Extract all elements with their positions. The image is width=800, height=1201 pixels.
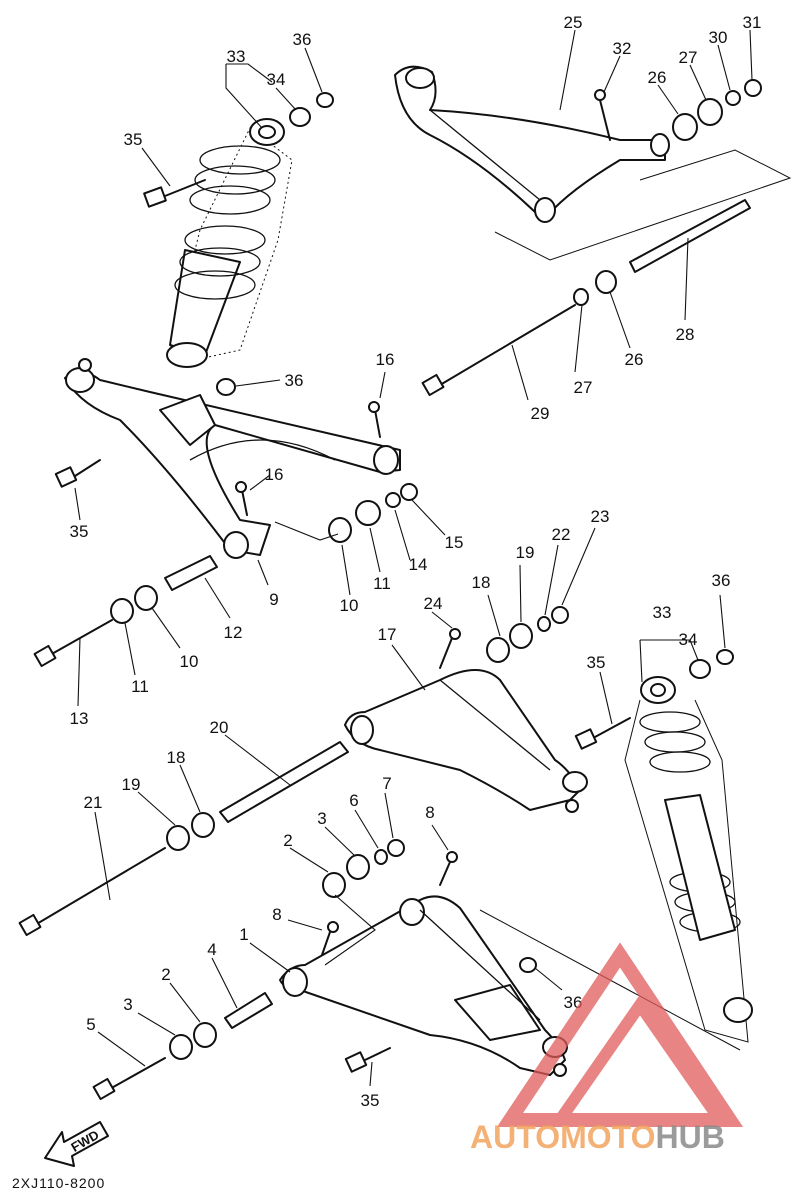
callout-35-upper-arm: 35	[70, 522, 89, 541]
callout-2-left: 2	[161, 965, 170, 984]
callout-4: 4	[207, 940, 216, 959]
shock-absorber-right	[574, 649, 753, 1043]
callout-1: 1	[239, 925, 248, 944]
callout-36-upper-arm: 36	[285, 371, 304, 390]
watermark-brand-part1: AUTOMOTO	[470, 1119, 655, 1155]
callout-35: 35	[124, 130, 143, 149]
callout-6: 6	[349, 791, 358, 810]
callout-14: 14	[409, 555, 428, 574]
upper-a-arm-center	[18, 606, 588, 937]
callout-35-lower: 35	[361, 1091, 380, 1110]
upper-arm-top-right	[394, 65, 792, 397]
callout-26-lower: 26	[625, 350, 644, 369]
lower-a-arm	[92, 839, 741, 1101]
callout-16-lower: 16	[265, 465, 284, 484]
callout-21: 21	[84, 793, 103, 812]
upper-a-arm-left	[33, 358, 418, 668]
callout-18: 18	[472, 573, 491, 592]
callout-7: 7	[382, 774, 391, 793]
callout-16-upper: 16	[376, 350, 395, 369]
watermark-brand-part2: HUB	[655, 1119, 724, 1155]
callout-28: 28	[676, 325, 695, 344]
callout-36-right: 36	[712, 571, 731, 590]
drawing-code: 2XJ110-8200	[12, 1175, 105, 1191]
callout-11: 11	[373, 574, 391, 593]
callout-8-upper: 8	[425, 803, 434, 822]
callout-24: 24	[424, 594, 443, 613]
callout-27: 27	[679, 48, 698, 67]
callout-22: 22	[552, 525, 571, 544]
callout-27-lower: 27	[574, 378, 593, 397]
callout-11-left: 11	[131, 677, 149, 696]
callout-32: 32	[613, 39, 632, 58]
callout-8-lower: 8	[272, 905, 281, 924]
watermark: AUTOMOTOHUB	[470, 942, 744, 1155]
callout-2: 2	[283, 831, 292, 850]
callout-35-right: 35	[587, 653, 606, 672]
callout-25: 25	[564, 13, 583, 32]
callout-34-right: 34	[679, 630, 698, 649]
callout-34: 34	[267, 70, 286, 89]
callout-9: 9	[269, 590, 278, 609]
callout-12: 12	[224, 623, 243, 642]
callout-29: 29	[531, 404, 550, 423]
leader-lines	[74, 29, 753, 1087]
watermark-brand: AUTOMOTOHUB	[470, 1119, 725, 1155]
callout-10-left: 10	[180, 652, 199, 671]
callout-19-left: 19	[122, 775, 141, 794]
callout-18-left: 18	[167, 748, 186, 767]
callout-5: 5	[86, 1015, 95, 1034]
callout-15: 15	[445, 533, 464, 552]
callout-26: 26	[648, 68, 667, 87]
callout-30: 30	[709, 28, 728, 47]
callout-33: 33	[227, 47, 246, 66]
callout-17: 17	[378, 625, 397, 644]
callout-36: 36	[293, 30, 312, 49]
callout-labels: 33 36 34 35 25 32 31 30 27 26 28 26 27 2…	[70, 13, 762, 1110]
callout-3-left: 3	[123, 995, 132, 1014]
callout-10: 10	[340, 596, 359, 615]
watermark-triangle-logo	[496, 942, 744, 1127]
callout-13: 13	[70, 709, 89, 728]
callout-19: 19	[516, 543, 535, 562]
callout-20: 20	[210, 718, 229, 737]
callout-33-right: 33	[653, 603, 672, 622]
shock-absorber-top	[143, 92, 334, 368]
callout-23: 23	[591, 507, 610, 526]
fwd-arrow: FWD	[44, 1121, 109, 1167]
callout-31: 31	[743, 13, 762, 32]
callout-3: 3	[317, 809, 326, 828]
